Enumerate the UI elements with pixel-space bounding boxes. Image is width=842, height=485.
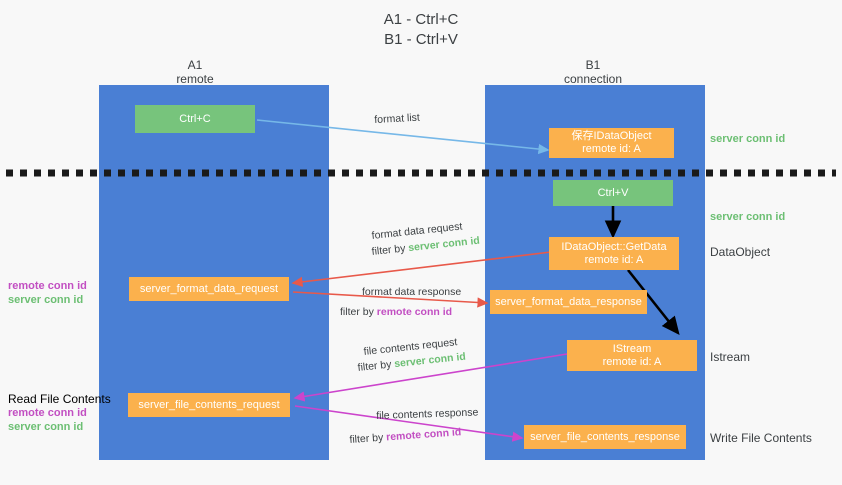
lane-a1-name: A1 bbox=[187, 58, 203, 72]
lane-b1-name: B1 bbox=[585, 58, 601, 72]
lane-header-a1: A1 remote bbox=[130, 58, 260, 86]
filter-prefix-3: filter by bbox=[357, 358, 395, 374]
box-server-format-data-request[interactable]: server_format_data_request bbox=[129, 277, 289, 301]
box-server-file-contents-request-label: server_file_contents_request bbox=[138, 398, 280, 411]
annotation-server-conn-id-2: server conn id bbox=[710, 211, 786, 223]
annotation-write-file-contents: Write File Contents bbox=[710, 431, 812, 445]
box-server-file-contents-request[interactable]: server_file_contents_request bbox=[128, 393, 290, 417]
filter-prefix-2: filter by bbox=[340, 306, 377, 318]
box-save-idataobject[interactable]: 保存IDataObject remote id: A bbox=[549, 128, 674, 158]
box-ctrl-c[interactable]: Ctrl+C bbox=[135, 105, 255, 133]
annotation-dataobject: DataObject bbox=[710, 245, 771, 259]
box-istream-remote-id: remote id: A bbox=[602, 355, 662, 368]
annotation-istream: Istream bbox=[710, 350, 751, 364]
box-getdata-remote-id: remote id: A bbox=[584, 253, 644, 266]
box-istream-title: IStream bbox=[612, 342, 652, 355]
annotation-remote-conn-id-1: remote conn id bbox=[8, 280, 87, 292]
lane-b1-subtitle: connection bbox=[563, 72, 623, 86]
box-server-format-data-response-label: server_format_data_response bbox=[495, 295, 642, 308]
box-ctrl-v-label: Ctrl+V bbox=[597, 186, 629, 199]
annotation-conn-id-group-1: remote conn id server conn id bbox=[8, 279, 87, 307]
title-line-2: B1 - Ctrl+V bbox=[384, 31, 458, 48]
edge-label-format-list: format list bbox=[374, 111, 421, 126]
edge-label-format-data-response-filter: filter by remote conn id bbox=[340, 305, 452, 319]
box-ctrl-c-label: Ctrl+C bbox=[179, 112, 211, 125]
title-line-1: A1 - Ctrl+C bbox=[383, 11, 459, 28]
lane-header-b1: B1 connection bbox=[528, 58, 658, 86]
edge-label-file-contents-response: file contents response bbox=[376, 406, 479, 422]
box-server-format-data-request-label: server_format_data_request bbox=[139, 282, 279, 295]
box-getdata-title: IDataObject::GetData bbox=[561, 240, 667, 253]
box-save-idataobject-title: 保存IDataObject bbox=[571, 130, 652, 142]
box-ctrl-v[interactable]: Ctrl+V bbox=[553, 180, 673, 206]
annotation-read-file-contents: Read File Contents bbox=[8, 392, 111, 406]
annotation-server-conn-id-3: server conn id bbox=[8, 294, 84, 306]
lane-a1-subtitle: remote bbox=[176, 72, 214, 86]
edge-label-file-contents-response-filter: filter by remote conn id bbox=[349, 425, 462, 447]
filter-value-4: remote conn id bbox=[385, 426, 462, 444]
annotation-conn-id-group-2: Read File Contents remote conn id server… bbox=[8, 392, 111, 434]
filter-prefix-1: filter by bbox=[371, 242, 409, 258]
page-title: A1 - Ctrl+C B1 - Ctrl+V bbox=[0, 10, 842, 50]
box-server-format-data-response[interactable]: server_format_data_response bbox=[490, 290, 647, 314]
box-idataobject-getdata[interactable]: IDataObject::GetData remote id: A bbox=[549, 237, 679, 270]
annotation-server-conn-id-4: server conn id bbox=[8, 421, 84, 433]
box-server-file-contents-response[interactable]: server_file_contents_response bbox=[524, 425, 686, 449]
box-save-idataobject-remote-id: remote id: A bbox=[582, 143, 641, 155]
edge-label-format-data-response: format data response bbox=[362, 286, 462, 298]
filter-value-2: remote conn id bbox=[376, 306, 453, 318]
annotation-remote-conn-id-2: remote conn id bbox=[8, 407, 87, 419]
annotation-server-conn-id-1: server conn id bbox=[710, 133, 786, 145]
box-istream[interactable]: IStream remote id: A bbox=[567, 340, 697, 371]
box-server-file-contents-response-label: server_file_contents_response bbox=[530, 430, 680, 443]
filter-prefix-4: filter by bbox=[349, 431, 387, 446]
